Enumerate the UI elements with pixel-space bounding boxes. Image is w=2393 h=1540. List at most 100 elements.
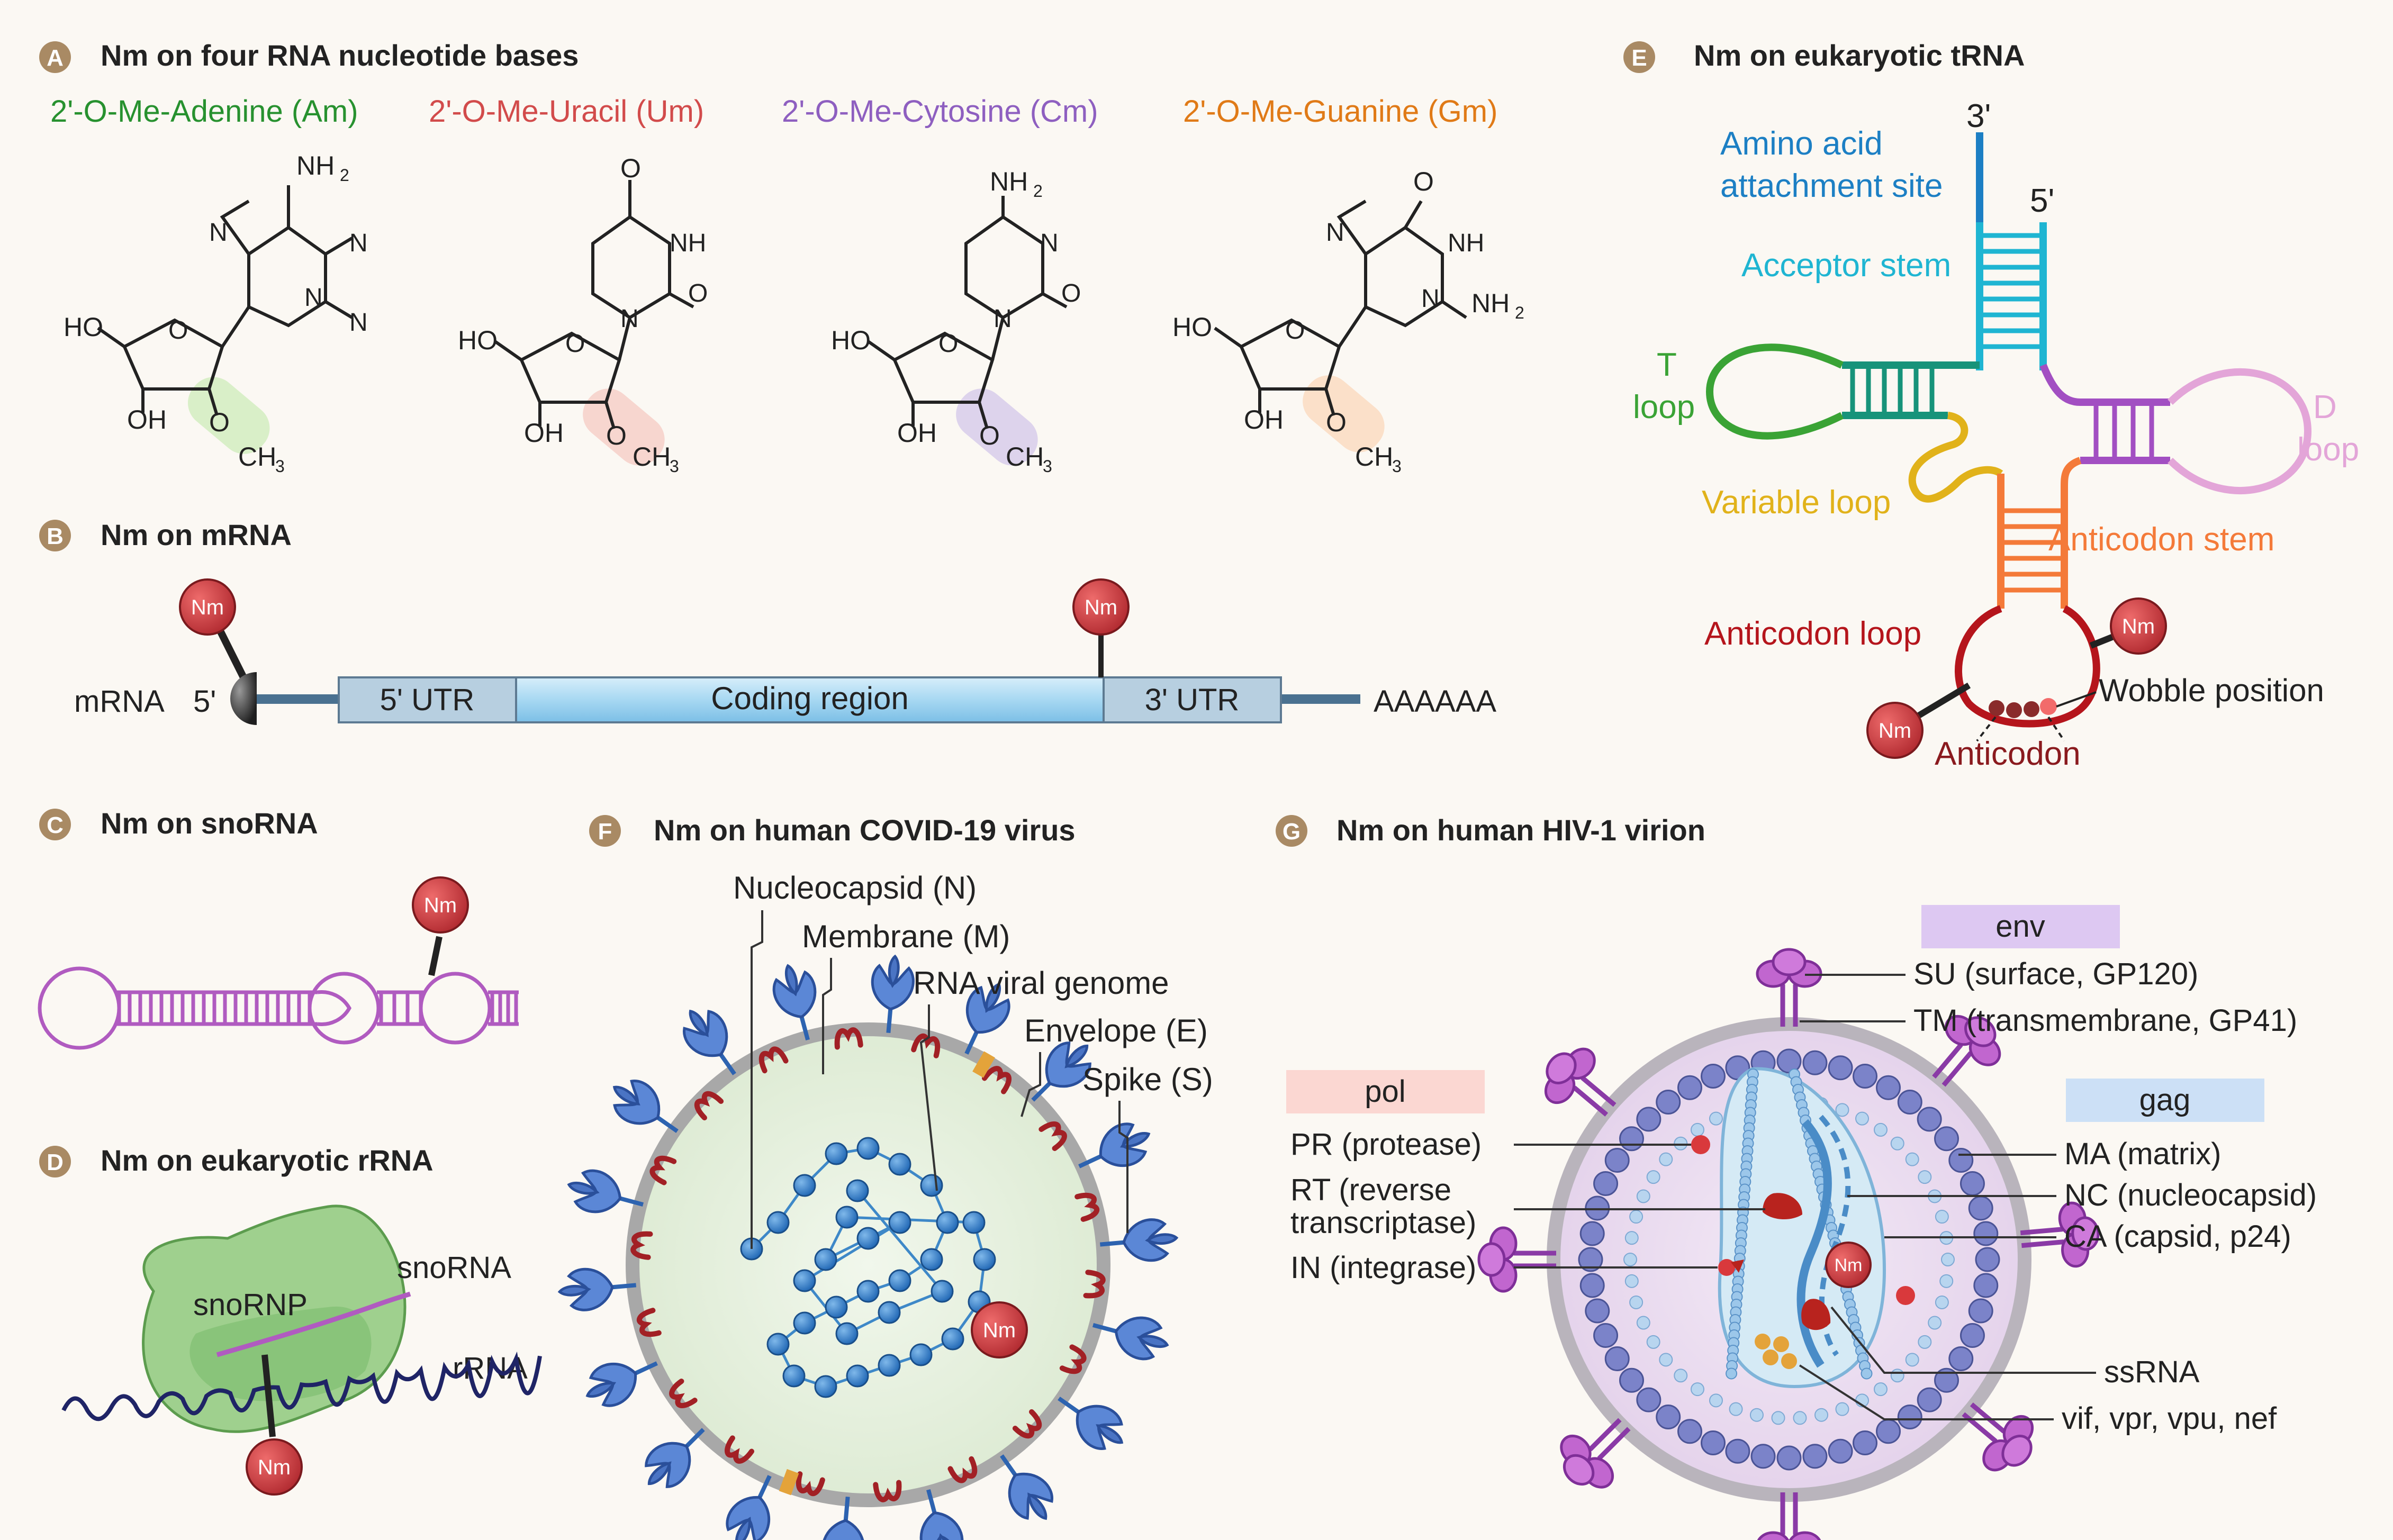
d-label-1: D — [2313, 389, 2337, 425]
matrix-protein — [1677, 1075, 1702, 1100]
svg-text:E: E — [1631, 45, 1647, 71]
panel-f-title: Nm on human COVID-19 virus — [654, 813, 1076, 847]
inner-bead — [1905, 1353, 1919, 1367]
svg-text:NH: NH — [1448, 229, 1484, 257]
inner-bead — [1935, 1210, 1949, 1224]
tm-label: TM (transmembrane, GP41) — [1913, 1003, 2297, 1038]
hiv-rt-protein — [1763, 1193, 1802, 1220]
matrix-protein — [1968, 1195, 1993, 1221]
variable-loop — [1908, 412, 2003, 503]
inner-bead — [1874, 1382, 1888, 1397]
inner-bead — [1729, 1402, 1743, 1416]
matrix-protein — [1917, 1387, 1942, 1412]
anticodon-loop — [1955, 605, 2100, 728]
spike-label: Spike (S) — [1082, 1062, 1213, 1097]
nm-marker-covid: Nm — [971, 1301, 1028, 1358]
svg-text:2: 2 — [1033, 182, 1043, 201]
panel-g: G Nm on human HIV-1 virion env pol gag N… — [1276, 813, 2317, 1540]
nucleocapsid-bead — [793, 1269, 816, 1292]
nucleocapsid-bead — [920, 1174, 943, 1197]
matrix-protein — [1897, 1089, 1922, 1115]
inner-bead — [1941, 1253, 1955, 1266]
matrix-protein — [1677, 1419, 1702, 1444]
matrix-protein — [1876, 1075, 1901, 1100]
inner-bead — [1918, 1170, 1932, 1184]
base-cm-label: 2'-O-Me-Cytosine (Cm) — [782, 94, 1098, 129]
svg-text:N: N — [1421, 285, 1440, 313]
panel-e: E Nm on eukaryotic tRNA 3' 5' Amino acid… — [1623, 39, 2359, 772]
svg-text:2: 2 — [1515, 303, 1524, 322]
matrix-protein — [1585, 1298, 1610, 1324]
panel-b-title: Nm on mRNA — [101, 518, 292, 551]
envelope-protein — [779, 1469, 799, 1496]
panel-g-title: Nm on human HIV-1 virion — [1337, 813, 1705, 847]
svg-text:CH: CH — [1355, 442, 1393, 472]
panel-d-title: Nm on eukaryotic rRNA — [101, 1144, 434, 1177]
wobble-base — [2040, 698, 2057, 715]
inner-bead — [1623, 1253, 1637, 1266]
matrix-protein — [1968, 1298, 1993, 1324]
t-label-2: loop — [1633, 389, 1695, 425]
matrix-protein — [1750, 1444, 1776, 1469]
matrix-protein — [1585, 1195, 1610, 1221]
svg-text:2: 2 — [340, 166, 349, 185]
svg-text:N: N — [994, 305, 1012, 333]
env-spike — [1757, 949, 1821, 1027]
su-label: SU (surface, GP120) — [1913, 957, 2198, 991]
nucleocapsid-bead — [856, 1227, 880, 1250]
matrix-protein — [1934, 1126, 1959, 1152]
inner-bead — [1646, 1170, 1660, 1184]
panel-c-badge — [39, 809, 71, 840]
svg-text:Nm: Nm — [2122, 615, 2155, 638]
panel-d-badge — [39, 1146, 71, 1177]
svg-text:3: 3 — [1392, 457, 1402, 476]
panel-a: A Nm on four RNA nucleotide bases 2'-O-M… — [39, 39, 1524, 476]
matrix-protein — [1802, 1444, 1828, 1469]
svg-text:O: O — [688, 279, 708, 307]
matrix-protein — [1656, 1405, 1681, 1430]
matrix-protein — [1593, 1171, 1619, 1196]
covid-envelope — [626, 1022, 1110, 1507]
panel-e-badge — [1623, 41, 1655, 73]
pol-box — [1286, 1070, 1485, 1113]
nucleocapsid-bead — [856, 1280, 880, 1303]
capsid-bead — [1726, 1367, 1738, 1380]
matrix-protein — [1853, 1430, 1878, 1455]
svg-text:O: O — [979, 421, 1000, 450]
inner-bead — [1918, 1335, 1932, 1349]
inner-bead — [1629, 1295, 1644, 1309]
matrix-protein — [1828, 1438, 1853, 1464]
svg-text:OH: OH — [897, 418, 937, 448]
svg-text:O: O — [1061, 279, 1081, 307]
svg-text:NH: NH — [1471, 288, 1510, 318]
nucleocapsid-bead — [973, 1248, 996, 1271]
inner-bead — [1659, 1152, 1673, 1166]
cytosine-structure: HO OH O O CH 3 NH 2 N O N — [831, 167, 1081, 476]
utr5-label: 5' UTR — [380, 683, 475, 717]
anticodon-base-1 — [1989, 700, 2004, 716]
matrix-protein — [1828, 1055, 1853, 1081]
panel-d: D Nm on eukaryotic rRNA snoRNP snoRNA rR… — [39, 1144, 542, 1496]
svg-text:N: N — [1326, 219, 1344, 247]
svg-text:3: 3 — [670, 457, 679, 476]
covid-rna-genome — [740, 1137, 996, 1398]
snornp-label: snoRNP — [193, 1288, 308, 1322]
inner-bead — [1674, 1369, 1688, 1383]
matrix-protein — [1636, 1387, 1661, 1412]
svg-text:OH: OH — [1244, 405, 1284, 434]
nucleocapsid-bead — [835, 1322, 859, 1345]
svg-text:N: N — [1040, 229, 1059, 257]
panel-f: F Nm on human COVID-19 virus Nm Nucleoca… — [558, 813, 1213, 1540]
inner-bead — [1855, 1111, 1870, 1126]
anticodon-base-2 — [2006, 702, 2022, 718]
svg-text:NH: NH — [296, 151, 335, 180]
svg-text:N: N — [304, 284, 323, 312]
rt-label-1: RT (reverse — [1290, 1173, 1451, 1207]
matrix-protein — [1656, 1089, 1681, 1115]
matrix-protein — [1578, 1247, 1603, 1272]
inner-bead — [1890, 1369, 1904, 1383]
nucleocapsid-bead — [909, 1343, 933, 1366]
svg-text:O: O — [565, 330, 585, 358]
nm-marker-coding: Nm — [1072, 578, 1130, 636]
gag-box — [2066, 1079, 2264, 1122]
